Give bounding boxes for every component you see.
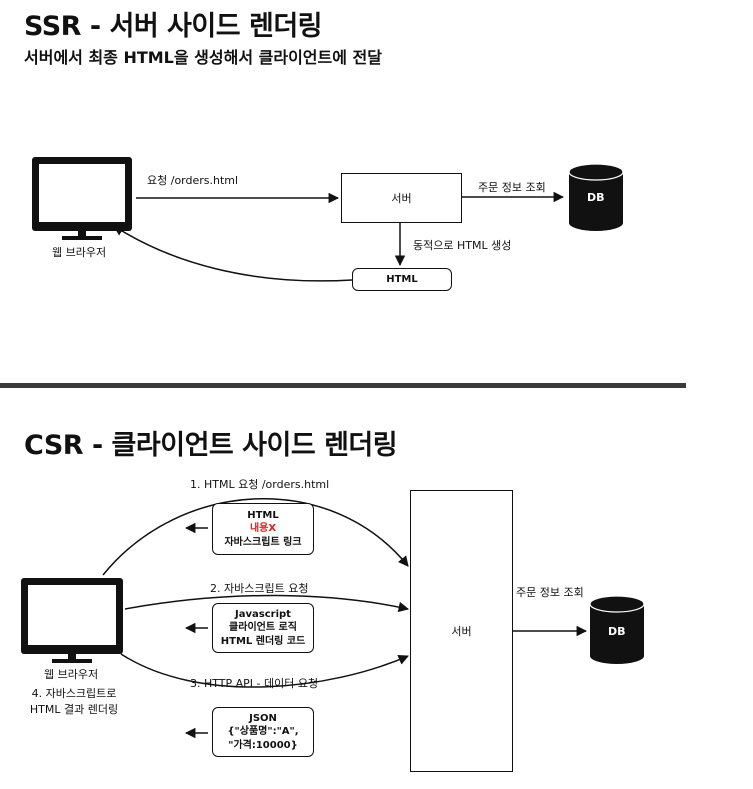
csr-server-label: 서버 xyxy=(451,625,472,638)
csr-step1-arrow xyxy=(102,498,409,576)
csr-resp1-line1: HTML xyxy=(247,509,279,521)
ssr-monitor-icon xyxy=(32,157,132,240)
ssr-generate-label: 동적으로 HTML 생성 xyxy=(413,239,512,252)
csr-resp1-box: HTML 내용X 자바스크립트 링크 xyxy=(212,503,314,555)
csr-step3-arrow xyxy=(120,653,409,688)
csr-resp1-line3: 자바스크립트 링크 xyxy=(224,536,302,548)
csr-resp2-line1: Javascript xyxy=(235,608,291,620)
csr-browser-note: 4. 자바스크립트로 HTML 결과 렌더링 xyxy=(22,686,126,718)
csr-browser-label: 웹 브라우저 xyxy=(44,668,99,681)
ssr-db-icon xyxy=(568,163,624,231)
csr-query-label: 주문 정보 조회 xyxy=(516,586,584,599)
csr-server-box: 서버 xyxy=(410,490,513,772)
csr-browser-note-line2: HTML 결과 렌더링 xyxy=(29,702,119,716)
csr-resp3-line2: {"상품명":"A", xyxy=(227,726,299,738)
csr-step2-label: 2. 자바스크립트 요청 xyxy=(210,582,309,595)
csr-resp2-box: Javascript 클라이언트 로직 HTML 렌더링 코드 xyxy=(212,603,314,653)
section-divider xyxy=(0,383,686,388)
ssr-subtitle: 서버에서 최종 HTML을 생성해서 클라이언트에 전달 xyxy=(24,48,382,67)
ssr-html-box-label: HTML xyxy=(386,273,418,285)
ssr-query-label: 주문 정보 조회 xyxy=(478,181,546,194)
ssr-browser-label: 웹 브라우저 xyxy=(52,246,107,259)
csr-monitor-icon xyxy=(21,578,123,663)
ssr-title: SSR - 서버 사이드 렌더링 xyxy=(24,11,323,42)
csr-resp3-line3: "가격:10000} xyxy=(228,739,298,751)
ssr-html-box: HTML xyxy=(352,268,452,291)
csr-resp1-line2: 내용X xyxy=(249,523,277,535)
csr-resp3-line1: JSON xyxy=(249,712,277,724)
csr-resp3-box: JSON {"상품명":"A", "가격:10000} xyxy=(212,707,314,757)
csr-resp2-line2: 클라이언트 로직 xyxy=(229,622,297,634)
csr-step2-arrow xyxy=(124,594,410,613)
ssr-response-arrow xyxy=(113,225,353,282)
ssr-db-label: DB xyxy=(587,191,605,204)
csr-db-icon xyxy=(589,595,645,664)
csr-title: CSR - 클라이언트 사이드 렌더링 xyxy=(24,430,398,461)
csr-step3-label: 3. HTTP API - 데이터 요청 xyxy=(190,677,319,690)
ssr-server-box: 서버 xyxy=(341,173,462,223)
csr-db-label: DB xyxy=(608,625,626,638)
csr-resp2-line3: HTML 렌더링 코드 xyxy=(220,635,306,647)
ssr-request-label: 요청 /orders.html xyxy=(147,174,239,187)
csr-step1-label: 1. HTML 요청 /orders.html xyxy=(190,478,330,491)
ssr-server-label: 서버 xyxy=(391,192,412,205)
csr-browser-note-line1: 4. 자바스크립트로 xyxy=(31,687,117,700)
